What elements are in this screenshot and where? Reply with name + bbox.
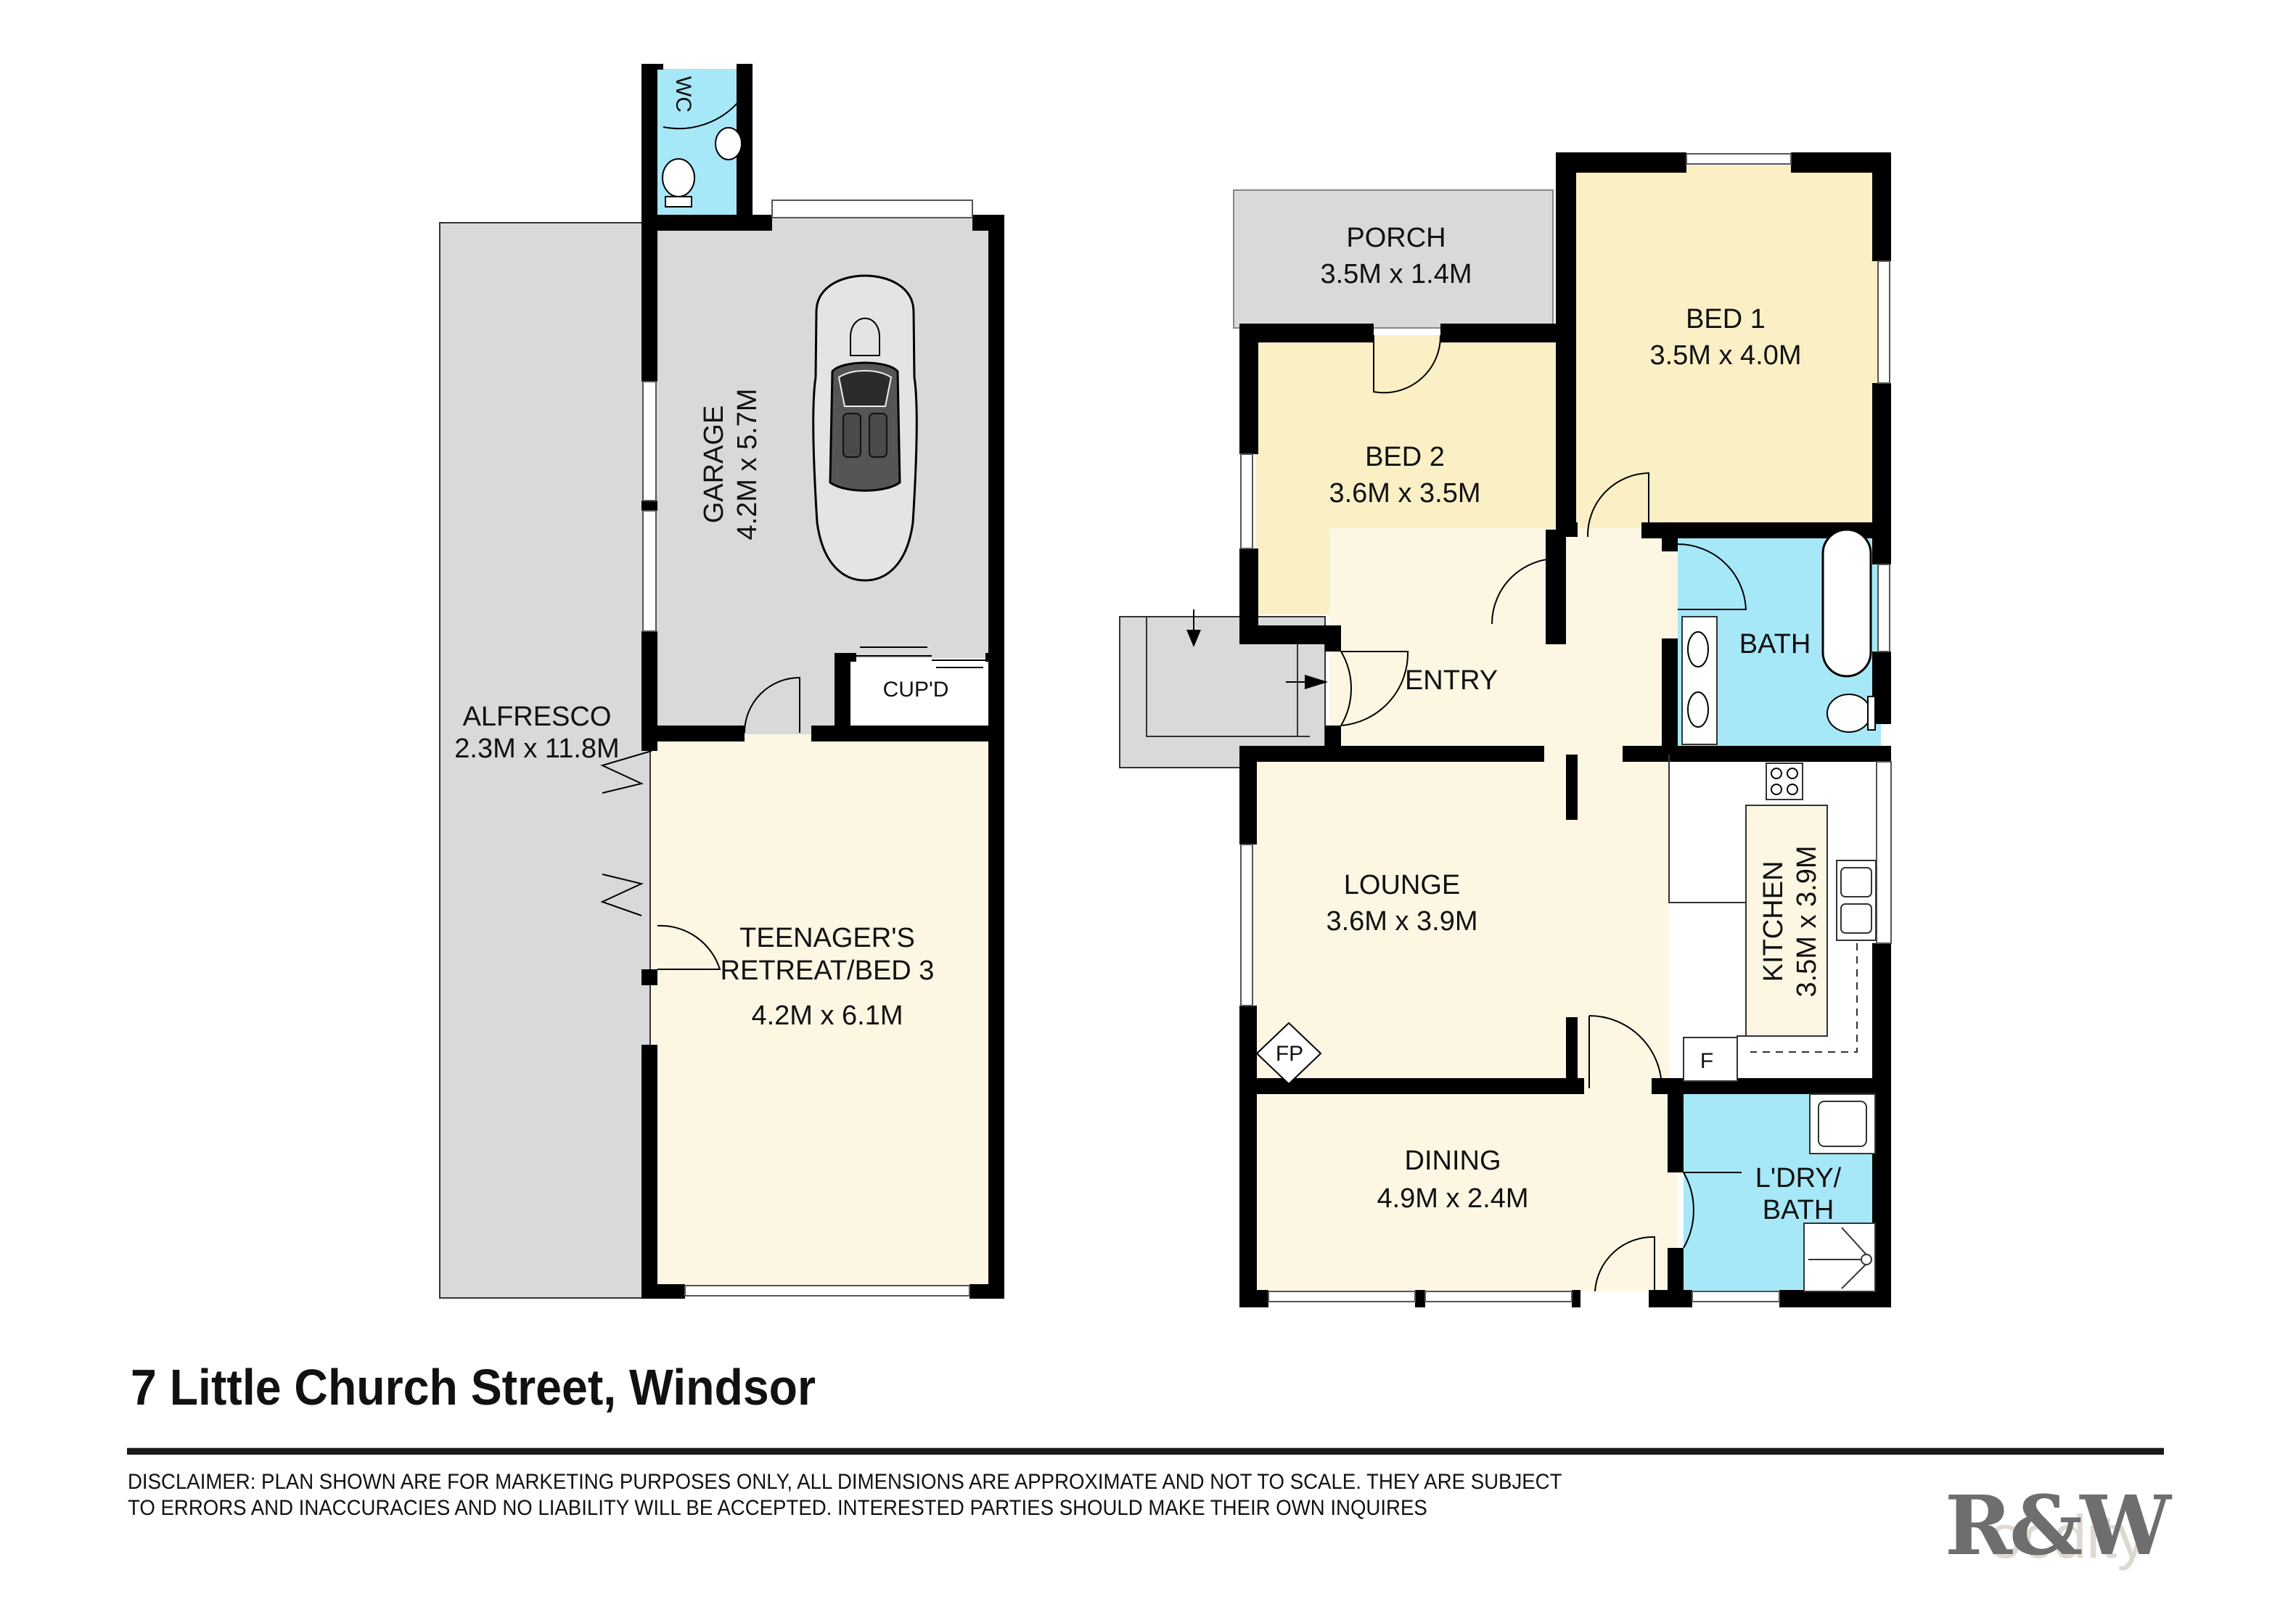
laundry-label-line2: BATH bbox=[1763, 1195, 1834, 1225]
retreat-label-line2: RETREAT/BED 3 bbox=[721, 956, 935, 986]
porch-size: 3.5M x 1.4M bbox=[1320, 259, 1472, 289]
disclaimer: DISCLAIMER: PLAN SHOWN ARE FOR MARKETING… bbox=[128, 1469, 1663, 1521]
retreat-side-door-swing bbox=[657, 924, 721, 970]
wc-toilet-icon bbox=[662, 158, 695, 197]
divider-rule bbox=[127, 1447, 2164, 1455]
entry-steps-area bbox=[1119, 616, 1326, 768]
car-icon bbox=[812, 274, 918, 582]
arrow-head-down bbox=[1186, 630, 1201, 647]
fireplace-icon bbox=[1255, 1022, 1322, 1085]
alfresco-label: ALFRESCO bbox=[463, 702, 612, 732]
agency-logo: ocdity R&W bbox=[1945, 1473, 2250, 1582]
door-swings bbox=[1340, 334, 1747, 1292]
watermark-text: ocdity bbox=[1988, 1503, 2148, 1571]
right-building-windows bbox=[1240, 153, 1892, 1302]
kitchen-label: KITCHEN bbox=[1758, 861, 1789, 982]
disclaimer-line2: TO ERRORS AND INACCURACIES AND NO LIABIL… bbox=[128, 1496, 1427, 1520]
bifold-door-upper bbox=[600, 750, 652, 794]
dining-size: 4.9M x 2.4M bbox=[1377, 1183, 1528, 1214]
retreat-floor bbox=[652, 734, 1004, 1293]
bed2-size: 3.6M x 3.5M bbox=[1329, 478, 1480, 509]
bifold-door-lower bbox=[600, 874, 644, 916]
garage-window-1 bbox=[642, 381, 657, 501]
wc-cistern-icon bbox=[665, 196, 692, 208]
retreat-size: 4.2M x 6.1M bbox=[751, 1000, 903, 1031]
garage-window-2 bbox=[642, 510, 657, 632]
garage-size: 4.2M x 5.7M bbox=[732, 388, 763, 540]
cupboard-sliding-doors bbox=[856, 646, 987, 668]
bathtub-icon bbox=[1821, 528, 1872, 678]
laundry-tub-icon bbox=[1809, 1093, 1876, 1154]
retreat-label-line1: TEENAGER'S bbox=[739, 923, 915, 953]
kitchen-dashed-line bbox=[1750, 943, 1858, 1053]
basin-icon-2 bbox=[1687, 691, 1709, 728]
kitchen-island bbox=[1745, 805, 1828, 1037]
lounge-size: 3.6M x 3.9M bbox=[1326, 906, 1477, 937]
cupboard-floor bbox=[842, 658, 1004, 731]
garage-label: GARAGE bbox=[699, 406, 729, 524]
porch-area bbox=[1233, 189, 1554, 329]
steps-lines bbox=[1146, 617, 1310, 737]
wc-label: WC bbox=[671, 76, 695, 112]
right-building-walls bbox=[1239, 152, 1891, 1307]
alfresco-size: 2.3M x 11.8M bbox=[454, 734, 619, 764]
alfresco-area bbox=[439, 222, 651, 1299]
wc-door-swing bbox=[663, 101, 739, 130]
toilet-icon bbox=[1826, 694, 1871, 733]
wc-basin-icon bbox=[715, 127, 742, 160]
porch-label: PORCH bbox=[1346, 223, 1446, 253]
garage-door-opening bbox=[771, 200, 973, 218]
garage-retreat-door-swing bbox=[744, 676, 800, 734]
arrow-head-right bbox=[1305, 675, 1328, 689]
property-address: 7 Little Church Street, Windsor bbox=[131, 1359, 816, 1415]
bed1-label: BED 1 bbox=[1686, 304, 1766, 334]
bath-label: BATH bbox=[1739, 629, 1811, 660]
bed1-floor bbox=[1567, 165, 1881, 528]
basin-icon-1 bbox=[1687, 631, 1709, 667]
dining-label: DINING bbox=[1405, 1146, 1501, 1176]
bed2-label: BED 2 bbox=[1365, 442, 1445, 472]
laundry-label-line1: L'DRY/ bbox=[1755, 1163, 1842, 1193]
retreat-window bbox=[684, 1285, 970, 1297]
logo-text: R&W bbox=[1945, 1479, 2171, 1574]
fridge-label: F bbox=[1700, 1049, 1713, 1073]
cupboard-label: CUP'D bbox=[883, 678, 949, 702]
dining-floor bbox=[1242, 1088, 1678, 1291]
left-building-walls bbox=[641, 64, 1004, 1299]
kitchen-sink-icon bbox=[1836, 860, 1877, 941]
cooktop-icon bbox=[1766, 763, 1803, 800]
bed1-size: 3.5M x 4.0M bbox=[1649, 340, 1801, 371]
disclaimer-line1: DISCLAIMER: PLAN SHOWN ARE FOR MARKETING… bbox=[128, 1470, 1562, 1494]
entry-label: ENTRY bbox=[1405, 665, 1498, 696]
fridge-space bbox=[1683, 1037, 1738, 1082]
kitchen-size: 3.5M x 3.9M bbox=[1792, 845, 1822, 997]
lounge-label: LOUNGE bbox=[1344, 870, 1460, 900]
fireplace-label: FP bbox=[1276, 1042, 1303, 1066]
toilet-cistern-icon bbox=[1867, 696, 1876, 731]
